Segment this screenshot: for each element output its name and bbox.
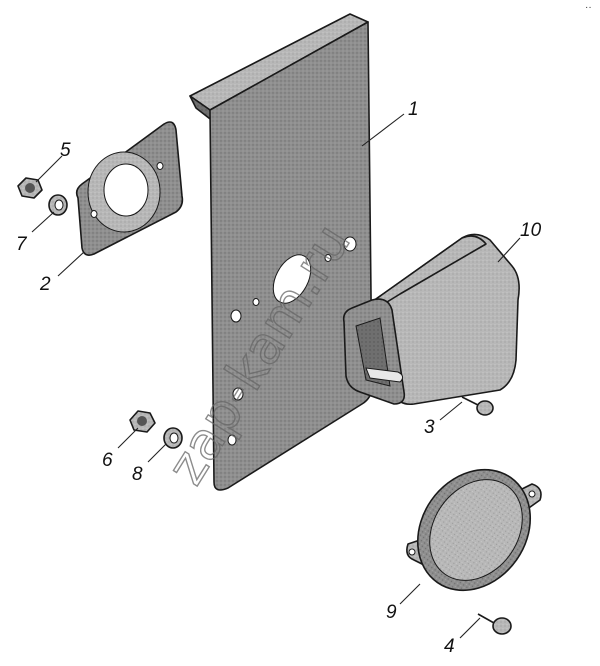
plate-hole xyxy=(324,254,332,262)
part-9-lens-cover xyxy=(406,468,542,592)
part-6-nut xyxy=(129,410,156,433)
part-5-nut xyxy=(17,177,43,199)
part-2-gasket xyxy=(75,121,184,256)
callout-label-10: 10 xyxy=(520,220,542,241)
callout-label-3: 3 xyxy=(424,417,435,438)
callout-label-7: 7 xyxy=(16,234,28,255)
leader-lines xyxy=(31,113,521,639)
leader-3 xyxy=(439,401,463,421)
leader-4 xyxy=(459,617,481,639)
plate-hole xyxy=(252,298,260,306)
callout-label-5: 5 xyxy=(60,140,71,161)
part-7-washer xyxy=(48,194,68,216)
callout-label-6: 6 xyxy=(102,450,113,471)
callout-label-9: 9 xyxy=(386,602,397,623)
callout-labels: 1 2 3 4 5 6 7 8 9 10 xyxy=(16,99,542,657)
plate-hole xyxy=(230,309,242,323)
part-8-washer xyxy=(163,427,183,449)
callout-label-8: 8 xyxy=(132,464,143,485)
leader-6 xyxy=(117,427,139,449)
leader-5 xyxy=(35,155,63,183)
callout-label-4: 4 xyxy=(444,636,455,657)
callout-label-2: 2 xyxy=(39,274,51,295)
leader-9 xyxy=(399,583,421,605)
leader-1 xyxy=(361,113,405,147)
plate-hole xyxy=(227,434,237,446)
leader-8 xyxy=(147,443,167,463)
part-10-lamp-housing xyxy=(342,233,520,406)
callout-label-1: 1 xyxy=(408,99,419,120)
part-3-screw xyxy=(461,396,494,416)
plate-hole xyxy=(343,236,357,252)
plate-large-hole xyxy=(272,254,312,304)
leader-10 xyxy=(497,237,521,263)
leader-2 xyxy=(57,251,85,277)
plate-hole xyxy=(232,387,244,401)
part-4-screw xyxy=(477,613,512,635)
leader-7 xyxy=(31,211,55,233)
part-1-bracket-plate xyxy=(189,13,373,491)
corner-mark: ·· xyxy=(585,2,592,13)
